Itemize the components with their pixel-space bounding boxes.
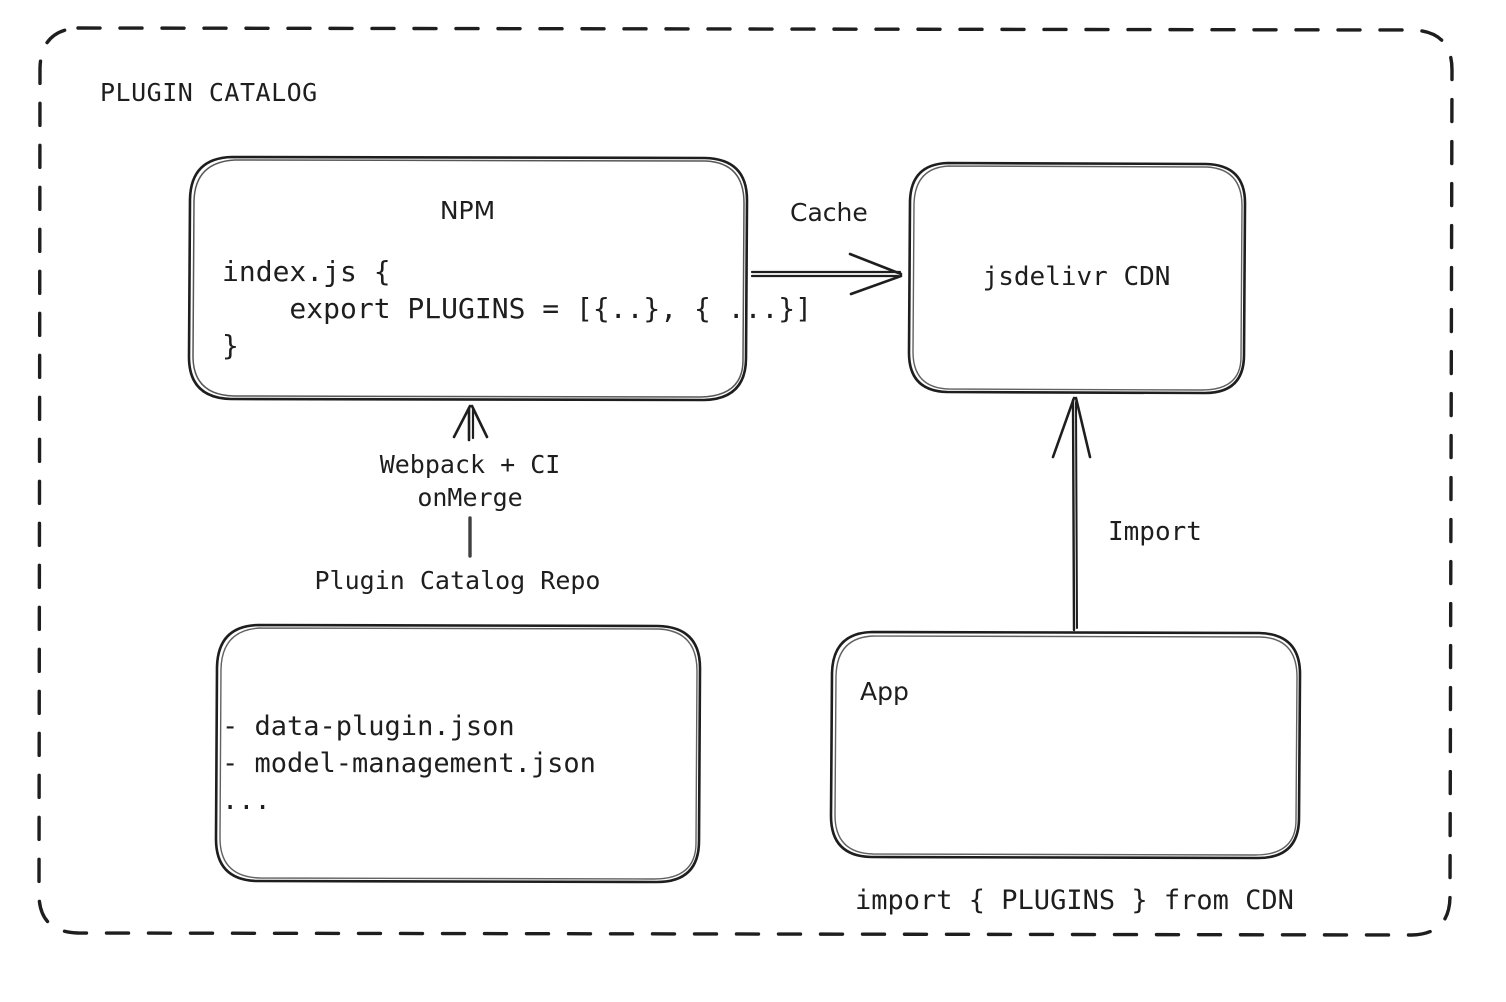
build-arrow (452, 404, 489, 558)
group-container-border (37, 26, 1454, 937)
build-edge-label: Webpack + CI onMerge (379, 450, 561, 512)
app-code-line-1: import { PLUGINS } from CDN (855, 885, 1294, 916)
cdn-node-shape[interactable] (907, 161, 1247, 395)
app-node-title: App (860, 677, 909, 706)
npm-node-shape[interactable] (187, 155, 749, 402)
repo-node-shape[interactable] (214, 623, 702, 884)
import-edge-label: Import (1108, 517, 1202, 547)
repo-node-title: Plugin Catalog Repo (314, 566, 601, 595)
repo-node-code: - data-plugin.json - model-management.js… (222, 711, 596, 816)
group-title: PLUGIN CATALOG (100, 78, 318, 107)
cdn-node-title: jsdelivr CDN (982, 262, 1171, 292)
cache-edge-label: Cache (790, 198, 868, 227)
app-node-shape[interactable] (829, 630, 1302, 860)
cache-arrow (750, 252, 903, 296)
app-node-code: import { PLUGINS } from CDN PLUGINS.forE… (855, 738, 1294, 1002)
npm-node-code: index.js { export PLUGINS = [{..}, { ...… (222, 255, 813, 362)
import-arrow (1051, 396, 1092, 632)
npm-node-title: NPM (439, 196, 496, 225)
